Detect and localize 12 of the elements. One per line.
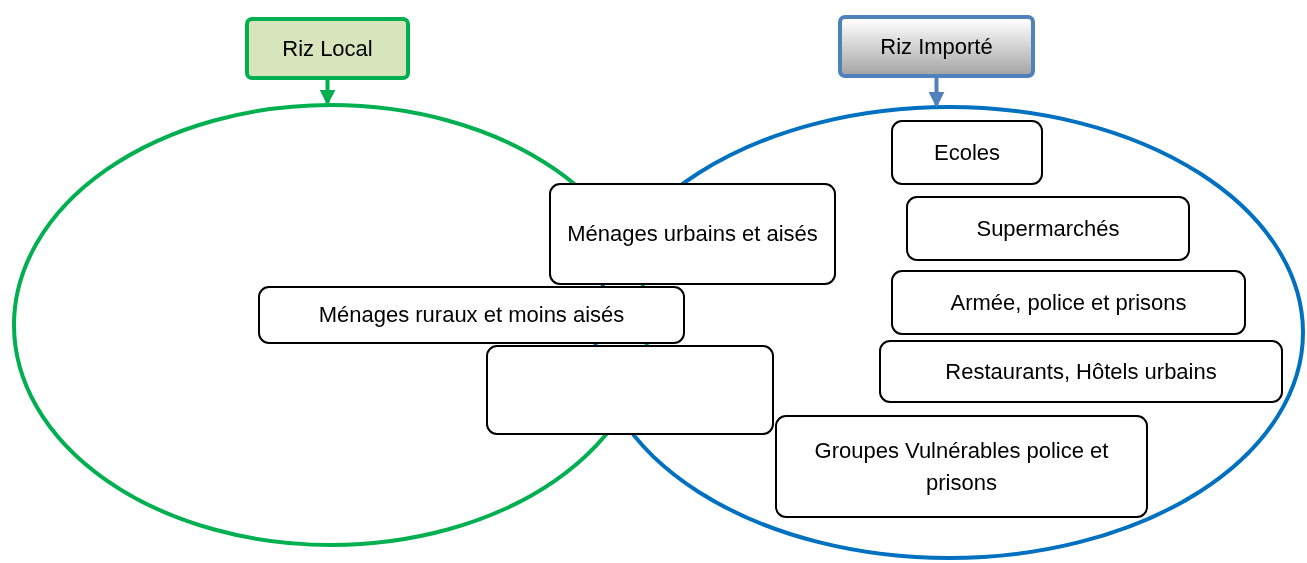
consumer-box: Supermarchés [906,196,1190,261]
consumer-box: Ecoles [891,120,1043,185]
consumer-box: Ménages ruraux et moins aisés [258,286,685,344]
consumer-box: Ménages urbains et aisés [549,183,836,285]
consumer-box: Armée, police et prisons [891,270,1246,335]
category-box: Riz Importé [838,15,1035,78]
arrow [928,78,945,108]
arrow [319,80,336,106]
consumer-box: Restaurants, Hôtels urbains [879,340,1283,403]
category-box: Riz Local [245,17,410,80]
consumer-box [486,345,774,435]
consumer-box: Groupes Vulnérables police et prisons [775,415,1148,518]
